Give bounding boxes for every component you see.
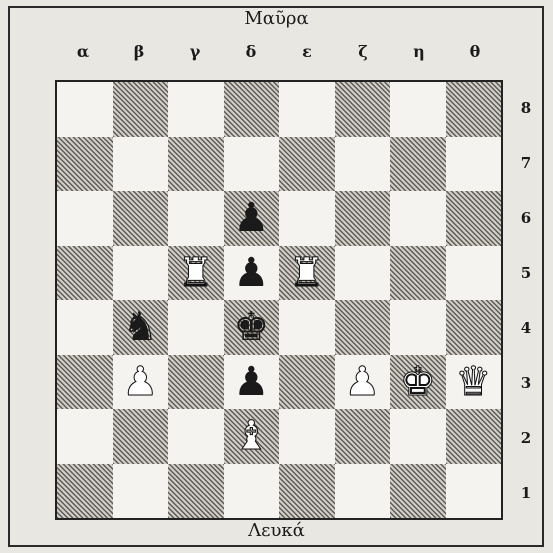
- rank-label: 7: [512, 135, 540, 190]
- square-α3[interactable]: [57, 355, 113, 410]
- square-α7[interactable]: [57, 137, 113, 192]
- square-β4[interactable]: ♞: [113, 300, 169, 355]
- square-γ6[interactable]: [168, 191, 224, 246]
- square-ε1[interactable]: [279, 464, 335, 519]
- rank-label: 4: [512, 300, 540, 355]
- square-α2[interactable]: [57, 409, 113, 464]
- file-label: δ: [223, 42, 279, 61]
- black-pawn-icon[interactable]: ♟: [233, 362, 269, 402]
- square-ε5[interactable]: ♜: [279, 246, 335, 301]
- square-γ1[interactable]: [168, 464, 224, 519]
- file-label: η: [391, 42, 447, 61]
- square-θ2[interactable]: [446, 409, 502, 464]
- square-δ2[interactable]: ♝: [224, 409, 280, 464]
- square-η4[interactable]: [390, 300, 446, 355]
- square-γ2[interactable]: [168, 409, 224, 464]
- rank-label: 6: [512, 190, 540, 245]
- square-η3[interactable]: ♚: [390, 355, 446, 410]
- file-label: γ: [167, 42, 223, 61]
- file-label: ζ: [335, 42, 391, 61]
- square-γ5[interactable]: ♜: [168, 246, 224, 301]
- square-δ7[interactable]: [224, 137, 280, 192]
- black-king-icon[interactable]: ♚: [233, 307, 269, 347]
- square-η2[interactable]: [390, 409, 446, 464]
- file-label: α: [55, 42, 111, 61]
- square-δ4[interactable]: ♚: [224, 300, 280, 355]
- file-label: ε: [279, 42, 335, 61]
- square-θ4[interactable]: [446, 300, 502, 355]
- square-ζ5[interactable]: [335, 246, 391, 301]
- white-king-icon[interactable]: ♚: [400, 362, 436, 402]
- black-pawn-icon[interactable]: ♟: [233, 198, 269, 238]
- square-θ5[interactable]: [446, 246, 502, 301]
- square-α6[interactable]: [57, 191, 113, 246]
- square-β3[interactable]: ♟: [113, 355, 169, 410]
- square-ζ6[interactable]: [335, 191, 391, 246]
- rank-label: 3: [512, 355, 540, 410]
- square-θ6[interactable]: [446, 191, 502, 246]
- square-ζ7[interactable]: [335, 137, 391, 192]
- file-label: β: [111, 42, 167, 61]
- chess-board: ♟ ♜ ♟ ♜ ♞ ♚ ♟ ♟ ♟ ♚ ♛ ♝: [55, 80, 503, 520]
- white-bishop-icon[interactable]: ♝: [233, 416, 269, 456]
- square-η7[interactable]: [390, 137, 446, 192]
- black-knight-icon[interactable]: ♞: [122, 307, 158, 347]
- square-ζ1[interactable]: [335, 464, 391, 519]
- white-rook-icon[interactable]: ♜: [289, 253, 325, 293]
- white-pawn-icon[interactable]: ♟: [122, 362, 158, 402]
- square-δ1[interactable]: [224, 464, 280, 519]
- square-α4[interactable]: [57, 300, 113, 355]
- square-β1[interactable]: [113, 464, 169, 519]
- square-δ8[interactable]: [224, 82, 280, 137]
- square-θ8[interactable]: [446, 82, 502, 137]
- square-γ4[interactable]: [168, 300, 224, 355]
- square-ε3[interactable]: [279, 355, 335, 410]
- rank-label: 2: [512, 410, 540, 465]
- square-η8[interactable]: [390, 82, 446, 137]
- square-θ7[interactable]: [446, 137, 502, 192]
- square-β6[interactable]: [113, 191, 169, 246]
- square-ε7[interactable]: [279, 137, 335, 192]
- rank-label: 1: [512, 465, 540, 520]
- white-queen-icon[interactable]: ♛: [455, 362, 491, 402]
- square-η1[interactable]: [390, 464, 446, 519]
- square-α1[interactable]: [57, 464, 113, 519]
- square-η6[interactable]: [390, 191, 446, 246]
- square-ζ4[interactable]: [335, 300, 391, 355]
- square-ε6[interactable]: [279, 191, 335, 246]
- white-rook-icon[interactable]: ♜: [178, 253, 214, 293]
- square-ζ2[interactable]: [335, 409, 391, 464]
- square-γ3[interactable]: [168, 355, 224, 410]
- square-γ8[interactable]: [168, 82, 224, 137]
- file-label: θ: [447, 42, 503, 61]
- square-θ1[interactable]: [446, 464, 502, 519]
- square-δ5[interactable]: ♟: [224, 246, 280, 301]
- square-ε8[interactable]: [279, 82, 335, 137]
- square-δ3[interactable]: ♟: [224, 355, 280, 410]
- square-θ3[interactable]: ♛: [446, 355, 502, 410]
- square-ζ3[interactable]: ♟: [335, 355, 391, 410]
- square-ε4[interactable]: [279, 300, 335, 355]
- square-ζ8[interactable]: [335, 82, 391, 137]
- square-η5[interactable]: [390, 246, 446, 301]
- black-side-label: Μαῦρα: [0, 8, 553, 29]
- rank-label: 5: [512, 245, 540, 300]
- square-β8[interactable]: [113, 82, 169, 137]
- square-β5[interactable]: [113, 246, 169, 301]
- white-pawn-icon[interactable]: ♟: [344, 362, 380, 402]
- square-β7[interactable]: [113, 137, 169, 192]
- square-δ6[interactable]: ♟: [224, 191, 280, 246]
- square-β2[interactable]: [113, 409, 169, 464]
- white-side-label: Λευκά: [0, 520, 553, 541]
- square-ε2[interactable]: [279, 409, 335, 464]
- square-α5[interactable]: [57, 246, 113, 301]
- square-α8[interactable]: [57, 82, 113, 137]
- black-pawn-icon[interactable]: ♟: [233, 253, 269, 293]
- square-γ7[interactable]: [168, 137, 224, 192]
- rank-label: 8: [512, 80, 540, 135]
